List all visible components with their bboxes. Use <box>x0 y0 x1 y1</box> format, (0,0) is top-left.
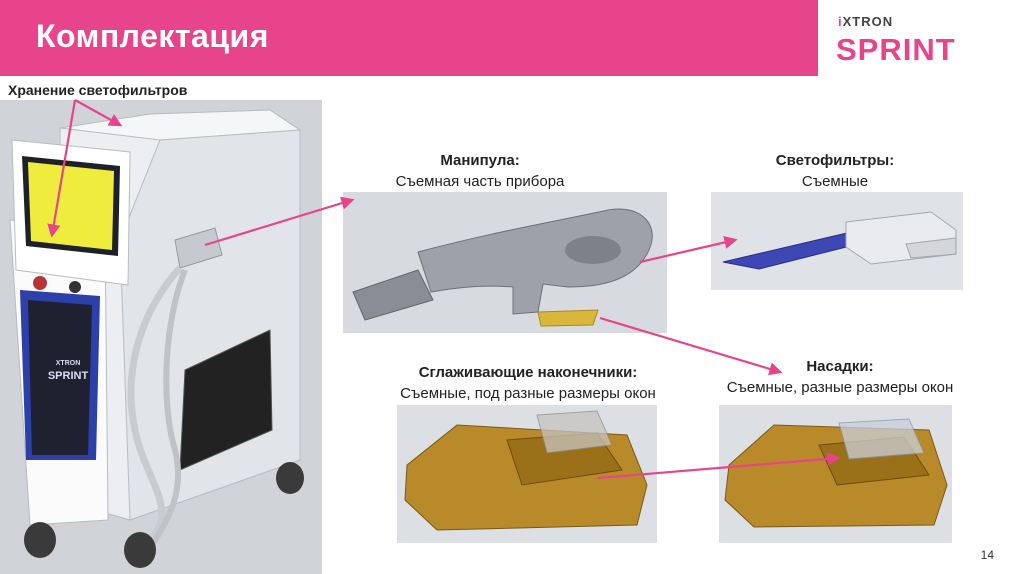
device-photo: XTRON SPRINT <box>0 100 322 574</box>
handpiece-desc: Съемная часть прибора <box>395 173 565 190</box>
nozzles-desc: Съемные, разные размеры окон <box>726 379 954 396</box>
filters-title: Светофильтры: <box>775 152 895 169</box>
panel-brand: XTRON SPRINT <box>47 360 89 382</box>
nozzles-title: Насадки: <box>806 358 874 375</box>
filters-desc: Съемные <box>801 173 869 190</box>
tips-label: Сглаживающие наконечники: Съемные, под р… <box>368 362 688 404</box>
page-title: Комплектация <box>36 18 269 54</box>
nozzles-photo <box>719 405 952 543</box>
nozzles-label: Насадки: Съемные, разные размеры окон <box>695 356 985 398</box>
tips-photo <box>397 405 657 543</box>
brand-logo-big: SPRINT <box>836 32 956 67</box>
brand-logo-small: iXTRON <box>838 14 894 29</box>
header-band <box>0 0 818 76</box>
handpiece-title: Манипула: <box>440 152 520 169</box>
tips-title: Сглаживающие наконечники: <box>418 364 638 381</box>
page-number: 14 <box>980 548 994 562</box>
storage-label: Хранение светофильтров <box>8 82 188 98</box>
tips-desc: Съемные, под разные размеры окон <box>400 385 656 402</box>
filters-label: Светофильтры: Съемные <box>735 150 935 192</box>
handpiece-label: Манипула: Съемная часть прибора <box>380 150 580 192</box>
handpiece-photo <box>343 192 667 333</box>
filters-photo <box>711 192 963 290</box>
